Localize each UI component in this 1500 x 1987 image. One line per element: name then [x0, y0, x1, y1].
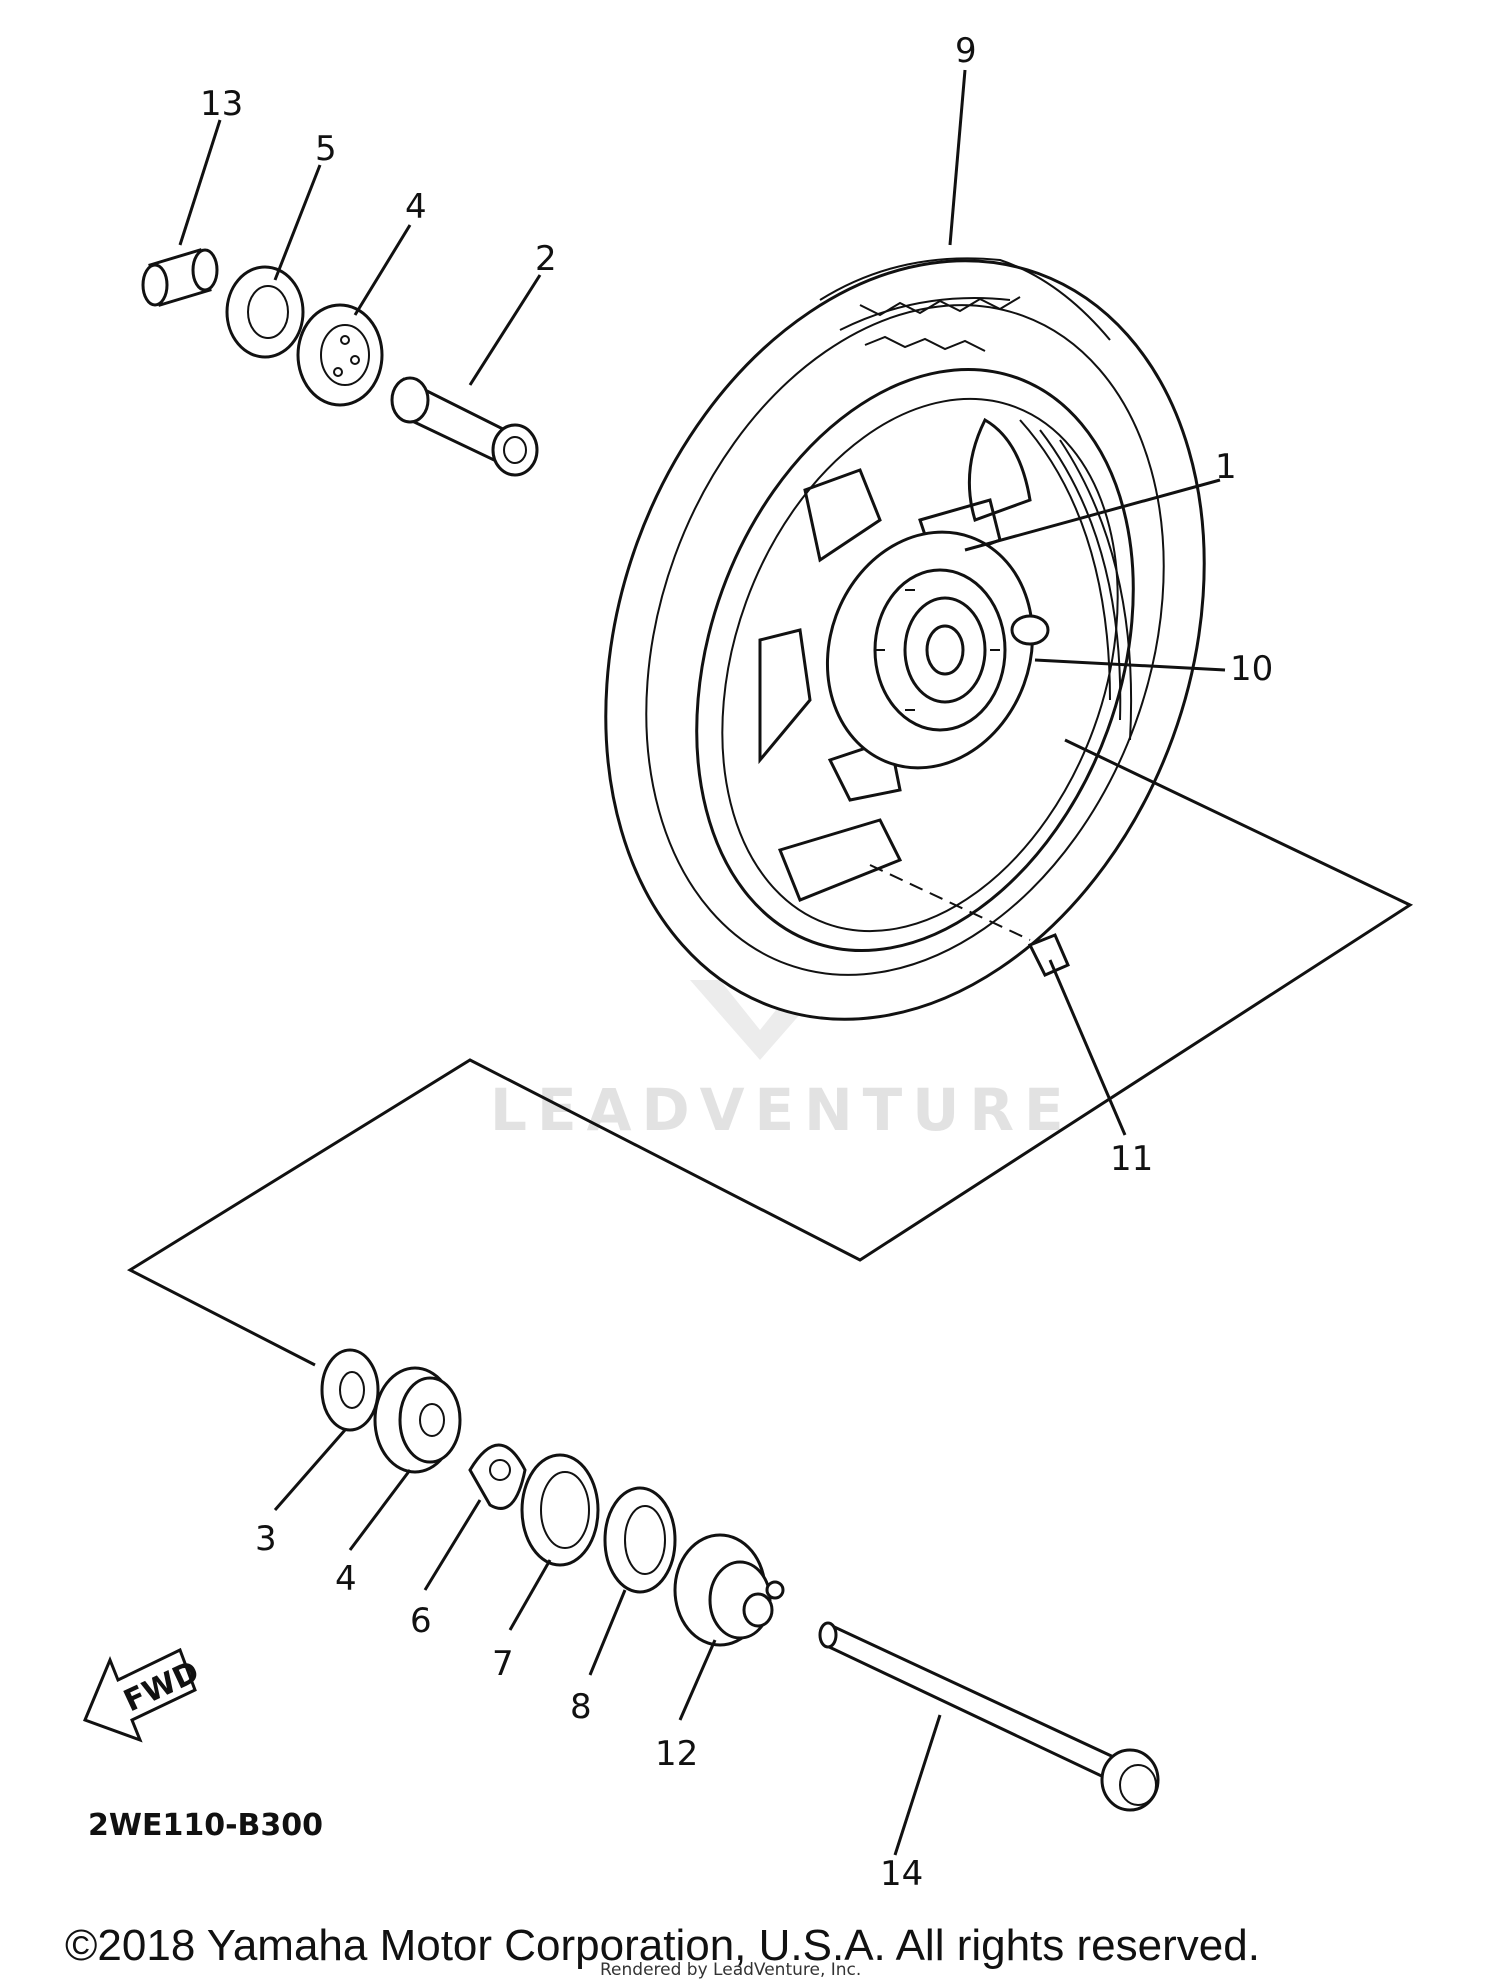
- watermark-text: LEADVENTURE: [490, 1076, 1074, 1144]
- callout-14: 14: [880, 1854, 923, 1894]
- callout-12: 12: [655, 1734, 698, 1774]
- callout-13: 13: [200, 84, 243, 124]
- callout-6: 6: [410, 1601, 432, 1641]
- bearing-part-4-upper: [296, 303, 384, 407]
- leader-lines: [178, 69, 1226, 1856]
- callout-10: 10: [1230, 649, 1273, 689]
- assembly-box-lines: [126, 738, 1414, 1367]
- callout-labels: 9 13 5 4 2 1 10 11 3 4 6 7 8 12 14: [200, 31, 1273, 1894]
- callout-4-upper: 4: [405, 187, 427, 227]
- callout-7: 7: [492, 1644, 514, 1684]
- callout-2: 2: [535, 239, 557, 279]
- wheel-hub: [825, 530, 1050, 770]
- callout-11: 11: [1110, 1139, 1153, 1179]
- gear-unit-part-12: [673, 1533, 785, 1647]
- callout-1: 1: [1215, 447, 1237, 487]
- oil-seal-part-8: [603, 1486, 677, 1594]
- spacer-part-2: [390, 376, 539, 477]
- render-note: Rendered by LeadVenture, Inc.: [600, 1960, 861, 1980]
- balance-weight-part-11: [1027, 933, 1070, 977]
- axle-part-14: [818, 1621, 1160, 1812]
- bearing-part-4-lower: [373, 1366, 462, 1474]
- collar-part-13: [141, 248, 219, 307]
- spacer-part-7: [520, 1453, 600, 1567]
- forward-arrow-icon: [83, 1647, 197, 1743]
- retainer-part-6: [468, 1443, 527, 1510]
- diagram-part-number: 2WE110-B300: [88, 1808, 323, 1843]
- callout-8: 8: [570, 1687, 592, 1727]
- seal-part-3: [320, 1348, 380, 1432]
- callout-9: 9: [955, 31, 977, 71]
- callout-5: 5: [315, 129, 337, 169]
- bearing-part-5: [225, 265, 305, 359]
- copyright-notice: ©2018 Yamaha Motor Corporation, U.S.A. A…: [65, 1921, 1260, 1970]
- callout-4-lower: 4: [335, 1559, 357, 1599]
- callout-3: 3: [255, 1519, 277, 1559]
